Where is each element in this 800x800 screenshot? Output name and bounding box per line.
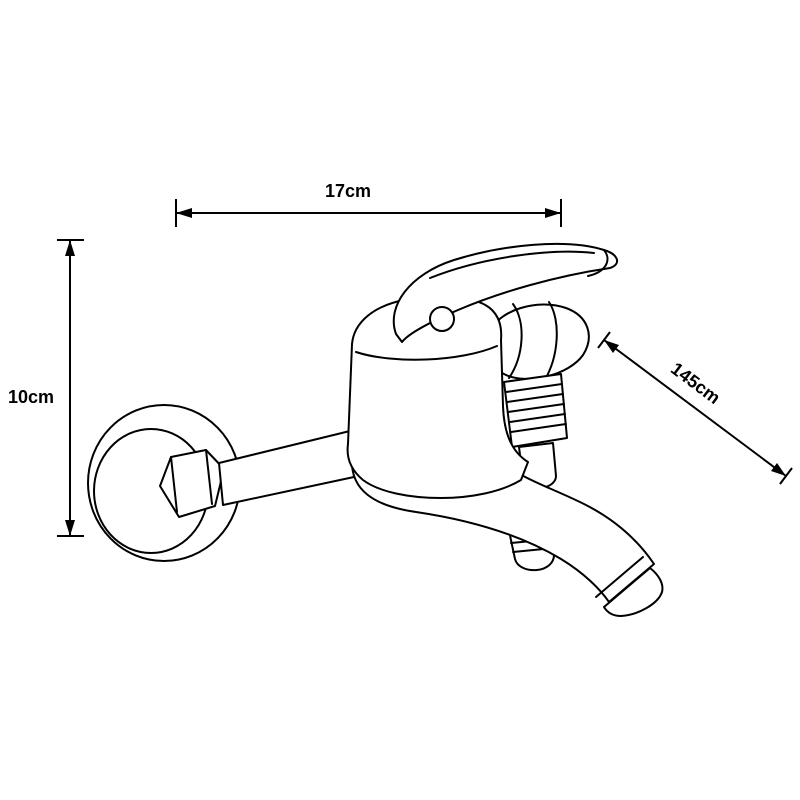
hose-length-dimension-label: 145cm: [667, 358, 724, 408]
hand-shower-connector-ridges: [505, 383, 567, 433]
shower-holder-band-line-2: [543, 301, 558, 382]
hose-arrowhead-start: [604, 340, 619, 353]
height-arrowhead-top: [65, 240, 75, 256]
width-dimension: 17cm: [175, 181, 562, 227]
shower-holder-band-line-1: [508, 303, 523, 379]
hose-arrowhead-end: [771, 463, 786, 476]
height-dimension: 10cm: [8, 239, 84, 537]
lever-tip-curl-line: [587, 249, 609, 277]
supply-pipe: [218, 430, 355, 506]
lever-ridge-line: [429, 250, 595, 279]
hex-nut-facet-lines: [170, 449, 213, 513]
width-arrowhead-left: [176, 208, 192, 218]
height-dimension-label: 10cm: [8, 387, 54, 407]
width-dimension-label: 17cm: [325, 181, 371, 201]
spout-aerator-cap: [603, 567, 664, 617]
height-arrowhead-bottom: [65, 520, 75, 536]
body-detail-circle: [429, 306, 455, 332]
hose-dimension-line: [603, 339, 787, 477]
hose-length-dimension: 145cm: [597, 331, 793, 485]
faucet-illustration: [87, 242, 664, 617]
hand-shower-connector: [503, 373, 568, 448]
lever-handle: [392, 242, 619, 343]
body-cap-seam-line: [355, 345, 498, 361]
width-arrowhead-right: [545, 208, 561, 218]
spout-aerator-band-line: [595, 556, 644, 598]
